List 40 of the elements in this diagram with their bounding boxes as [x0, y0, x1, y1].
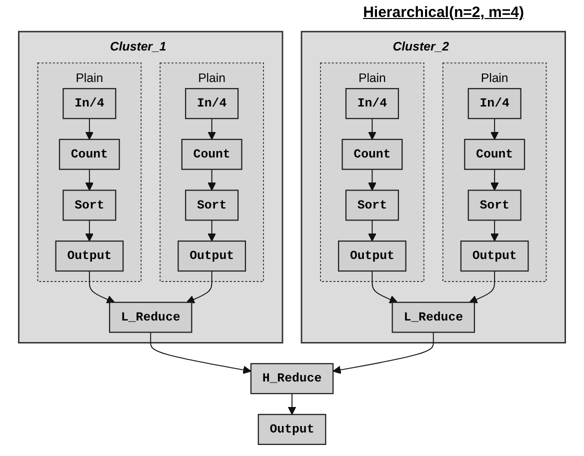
arrow [150, 332, 252, 374]
node-box: Sort [62, 190, 116, 221]
arrow [208, 168, 216, 191]
node-box: Count [181, 138, 242, 170]
arrow [368, 168, 376, 191]
arrow [85, 118, 94, 140]
node-box: In/4 [62, 88, 116, 120]
node-box: Output [258, 414, 326, 445]
node-box: In/4 [468, 88, 522, 120]
node-box: L_Reduce [109, 302, 192, 333]
node-box: L_Reduce [392, 302, 475, 333]
node-box: Sort [468, 190, 522, 221]
arrow [288, 393, 296, 415]
arrow [332, 332, 434, 374]
node-box: Count [58, 138, 120, 170]
node-box: Output [178, 240, 246, 272]
node-box: Sort [345, 190, 399, 221]
node-box: Output [338, 240, 406, 272]
node-box: Sort [185, 190, 239, 221]
arrow [490, 168, 499, 191]
arrow [85, 220, 94, 242]
arrow [208, 220, 216, 242]
node-box: H_Reduce [250, 363, 334, 394]
arrow [368, 118, 376, 140]
node-box: Output [55, 240, 124, 272]
node-box: In/4 [185, 88, 239, 120]
arrow [186, 270, 212, 304]
arrow [368, 220, 376, 242]
arrow [208, 118, 216, 140]
diagram-title: Hierarchical(n=2, m=4) [362, 3, 525, 23]
arrow [88, 270, 115, 304]
arrow [85, 168, 94, 191]
node-box: Count [342, 138, 403, 170]
arrow [490, 220, 499, 242]
node-box: In/4 [345, 88, 399, 120]
node-box: Count [464, 138, 526, 170]
node-box: Output [460, 240, 529, 272]
arrow [490, 118, 499, 140]
arrow [469, 270, 496, 304]
arrow [372, 270, 398, 304]
